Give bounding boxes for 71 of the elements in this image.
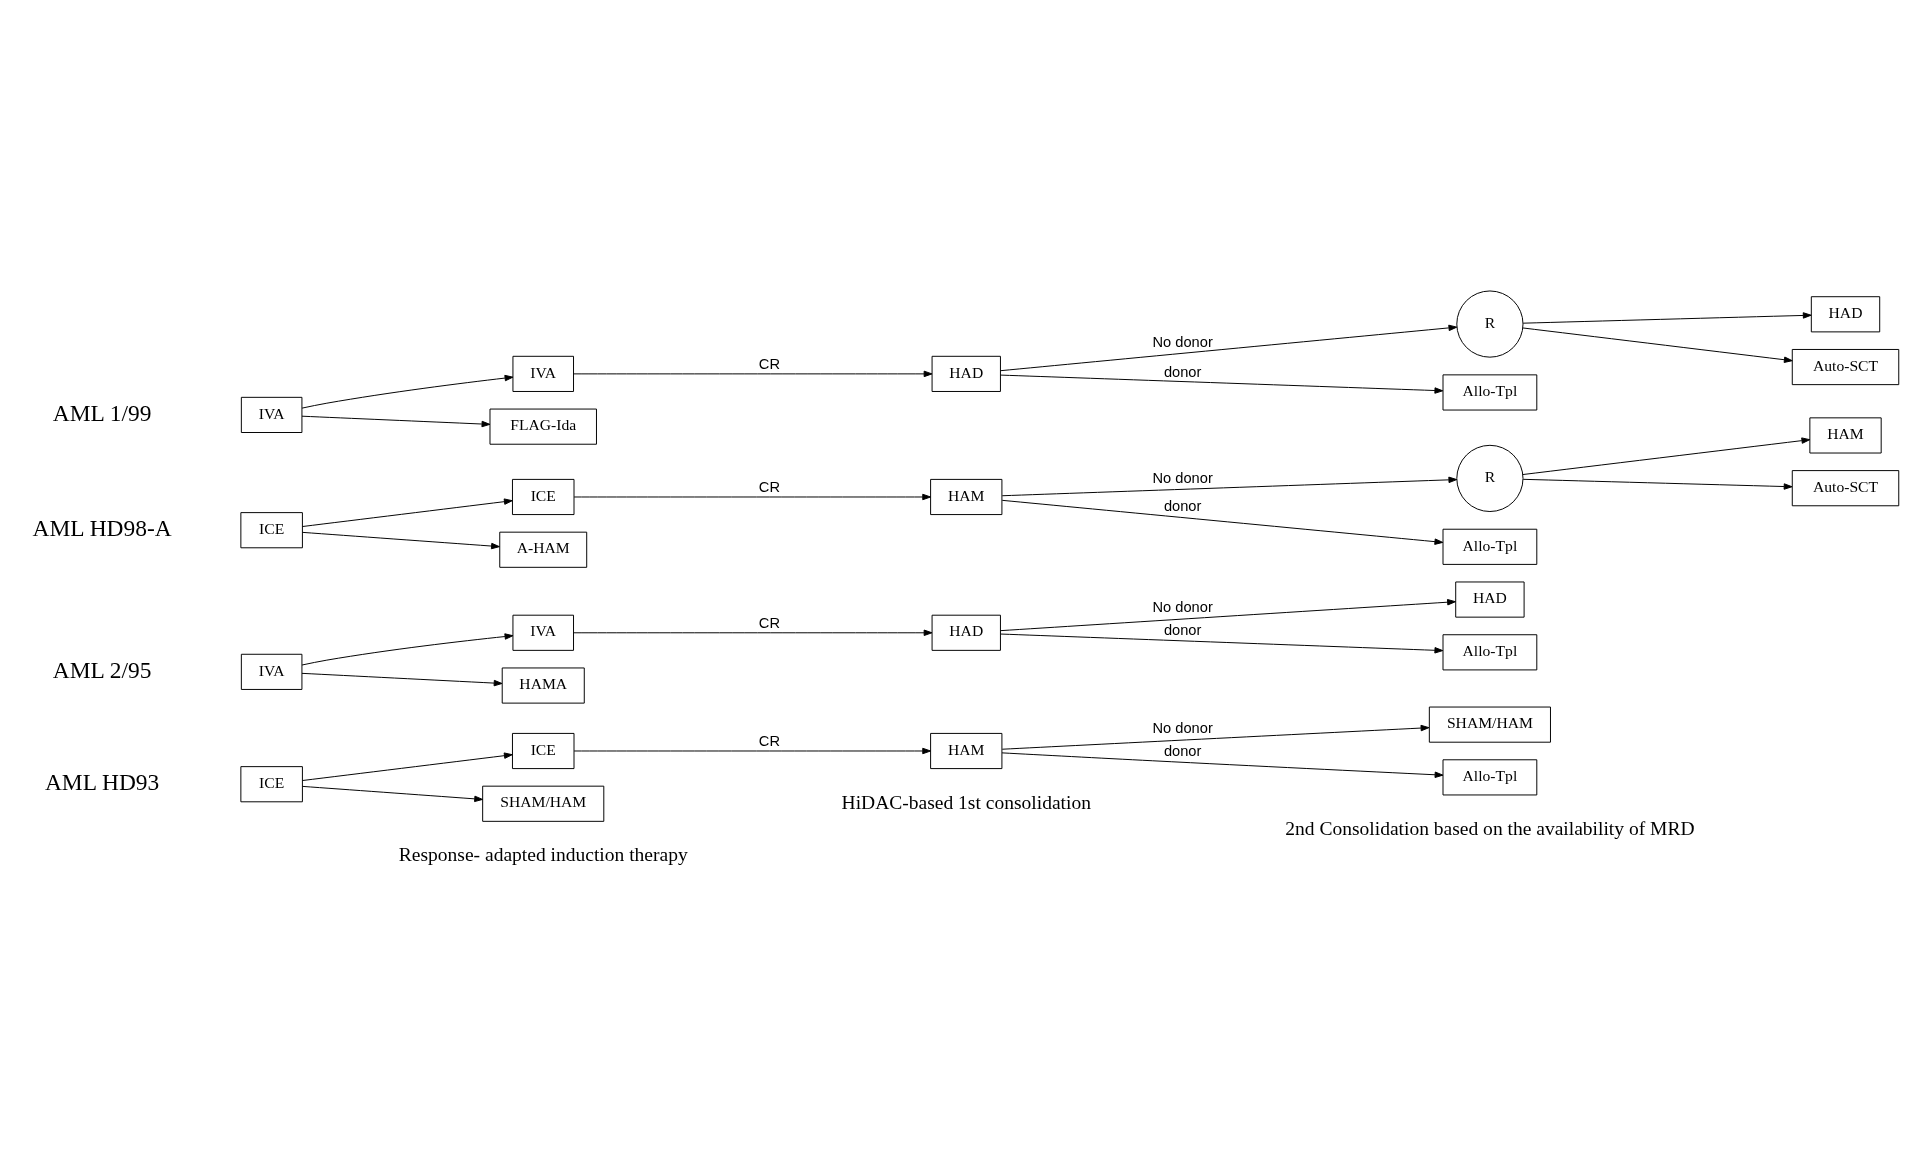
arrow: [1001, 752, 1444, 778]
label: AML 1/99: [52, 399, 152, 426]
edge-label: CR: [758, 356, 780, 373]
edge-label: No donor: [1152, 720, 1213, 737]
arrow: [302, 752, 513, 781]
node-box: A-HAM: [499, 531, 588, 568]
edge-label: CR: [758, 614, 780, 631]
edge-label: CR: [758, 479, 780, 496]
arrow: [1000, 599, 1456, 632]
node-box: FLAG-Ida: [489, 408, 597, 445]
arrow: [1001, 499, 1444, 545]
arrow: [573, 629, 933, 636]
node-box: IVA: [240, 396, 303, 433]
node-box: ICE: [511, 732, 575, 770]
arrow: [302, 498, 513, 527]
arrow: [573, 747, 932, 755]
node-box: HAD: [931, 355, 1001, 392]
node-box: ICE: [240, 512, 303, 549]
arrow: [301, 633, 514, 666]
arrow: [301, 672, 503, 687]
arrow: [301, 415, 491, 428]
edge-label: donor: [1163, 742, 1202, 759]
label: Response- adapted induction therapy: [398, 844, 688, 866]
node-box: HAD: [1810, 296, 1881, 333]
arrow: [1522, 312, 1812, 324]
node-box: IVA: [512, 614, 574, 651]
node-box: Allo-Tpl: [1442, 759, 1538, 796]
node-box: HAM: [930, 478, 1003, 516]
arrow: [573, 370, 933, 378]
edge-label: No donor: [1152, 333, 1213, 350]
node-box: HAM: [1809, 417, 1882, 454]
arrow: [1522, 327, 1793, 363]
node-box: Allo-Tpl: [1442, 528, 1538, 565]
arrow: [1522, 478, 1793, 490]
edge-label: donor: [1163, 497, 1202, 514]
arrow: [302, 531, 500, 550]
arrow: [1000, 324, 1458, 372]
node-circle: R: [1456, 290, 1524, 358]
arrow: [573, 493, 932, 501]
label: AML HD98-A: [32, 515, 172, 542]
node-box: Allo-Tpl: [1442, 634, 1538, 671]
node-box: IVA: [512, 355, 574, 392]
node-box: IVA: [240, 653, 303, 690]
node-box: HAD: [1455, 581, 1525, 618]
label: AML HD93: [44, 769, 160, 796]
node-box: Auto-SCT: [1791, 470, 1900, 507]
arrow: [1000, 374, 1444, 394]
node-box: ICE: [240, 766, 303, 803]
label: 2nd Consolidation based on the availability of MRD: [1285, 818, 1695, 840]
arrow: [302, 785, 484, 803]
arrow: [1000, 633, 1444, 654]
arrow: [1001, 476, 1458, 497]
edge-label: donor: [1163, 621, 1202, 638]
node-circle: R: [1456, 444, 1524, 512]
edge-label: CR: [758, 733, 780, 750]
node-box: Allo-Tpl: [1442, 374, 1538, 411]
node-box: HAM: [930, 732, 1003, 770]
label: AML 2/95: [52, 656, 152, 683]
node-box: ICE: [511, 478, 575, 516]
node-box: Auto-SCT: [1791, 349, 1900, 386]
node-box: SHAM/HAM: [1428, 706, 1551, 743]
node-box: HAMA: [501, 667, 585, 704]
edge-label: No donor: [1152, 599, 1213, 616]
edge-label: donor: [1163, 363, 1202, 380]
edge-label: No donor: [1152, 470, 1213, 487]
arrow: [1522, 437, 1811, 476]
arrow: [301, 374, 514, 409]
label: HiDAC-based 1st consolidation: [841, 791, 1091, 813]
node-box: SHAM/HAM: [482, 785, 605, 822]
arrow: [1001, 724, 1430, 750]
node-box: HAD: [931, 614, 1001, 651]
